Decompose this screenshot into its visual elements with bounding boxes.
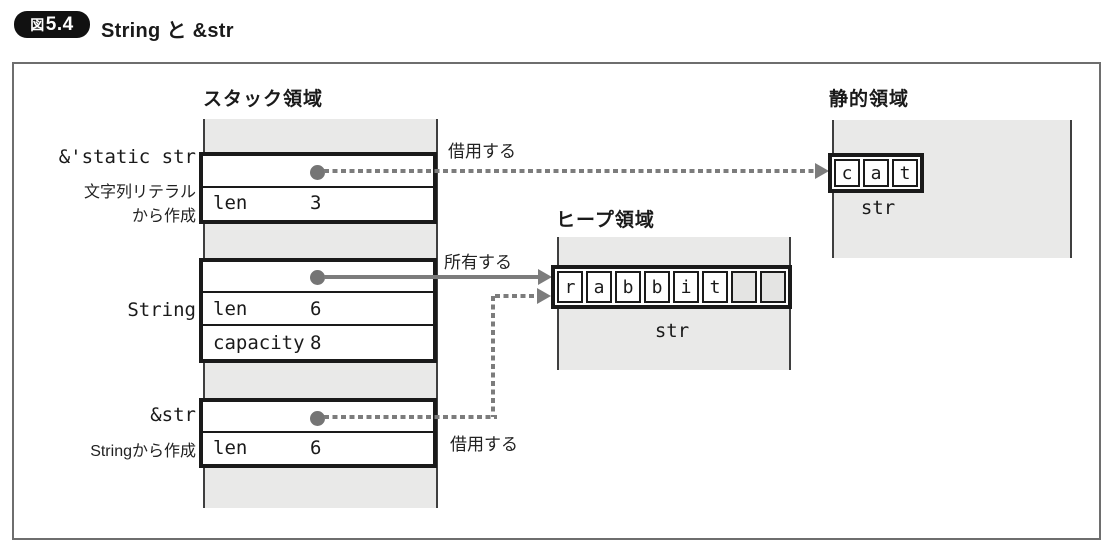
heap-str-label: str (654, 320, 690, 342)
field-row: len 6 (203, 433, 433, 462)
field-key: capacity (213, 331, 305, 354)
borrow-arrow-to-heap-shaft-vertical (491, 296, 495, 417)
borrow-arrow-to-static-shaft (324, 169, 816, 173)
field-row: len 3 (203, 188, 433, 218)
borrow-label-top: 借用する (448, 142, 516, 161)
char-cell-empty (760, 271, 786, 303)
string-label: String (127, 299, 196, 321)
char-cell: b (615, 271, 641, 303)
field-key: len (213, 192, 248, 214)
borrow-arrow-to-heap-shaft-top (495, 294, 539, 298)
static-region-header: 静的領域 (829, 89, 910, 110)
heap-string-cells: r a b b i t (551, 265, 792, 309)
char-cell: a (863, 159, 889, 187)
stack-region-header: スタック領域 (203, 89, 324, 110)
own-arrow-to-heap-shaft (324, 275, 540, 279)
figure-badge-prefix: 図 (30, 16, 45, 33)
pointer-row (203, 402, 433, 433)
borrow-arrow-to-heap-head (537, 288, 551, 304)
char-cell: a (586, 271, 612, 303)
pointer-row (203, 156, 433, 188)
field-value: 3 (310, 192, 322, 214)
char-cell: i (673, 271, 699, 303)
heap-region-header: ヒープ領域 (556, 210, 655, 231)
static-string-cells: c a t (828, 153, 924, 193)
borrow-arrow-to-heap-shaft-bottom (324, 415, 497, 419)
own-label: 所有する (444, 253, 512, 272)
figure-title: String と &str (101, 20, 234, 42)
field-value: 6 (310, 436, 322, 459)
static-str-label: &'static str (58, 146, 196, 168)
pointer-dot (310, 411, 325, 426)
pointer-dot (310, 270, 325, 285)
str-ref-label: &str (150, 404, 196, 426)
field-value: 8 (310, 331, 322, 354)
static-str-box: len 3 (199, 152, 437, 224)
pointer-dot (310, 165, 325, 180)
note-string-literal-1: 文字列リテラル (83, 184, 196, 201)
str-ref-box: len 6 (199, 398, 437, 468)
field-key: len (213, 297, 248, 320)
borrow-arrow-to-static-head (815, 163, 829, 179)
own-arrow-to-heap-head (538, 269, 552, 285)
char-cell: t (892, 159, 918, 187)
borrow-label-bottom: 借用する (450, 435, 518, 454)
figure-badge-number: 5.4 (45, 13, 74, 35)
char-cell-empty (731, 271, 757, 303)
note-string-literal-2: から作成 (131, 208, 196, 225)
field-row: len 6 (203, 293, 433, 326)
char-cell: b (644, 271, 670, 303)
field-key: len (213, 436, 248, 459)
char-cell: r (557, 271, 583, 303)
field-row: capacity 8 (203, 326, 433, 359)
char-cell: c (834, 159, 860, 187)
note-from-string: Stringから作成 (90, 443, 196, 460)
char-cell: t (702, 271, 728, 303)
pointer-row (203, 262, 433, 293)
field-value: 6 (310, 297, 322, 320)
static-str-type-label: str (860, 197, 896, 219)
